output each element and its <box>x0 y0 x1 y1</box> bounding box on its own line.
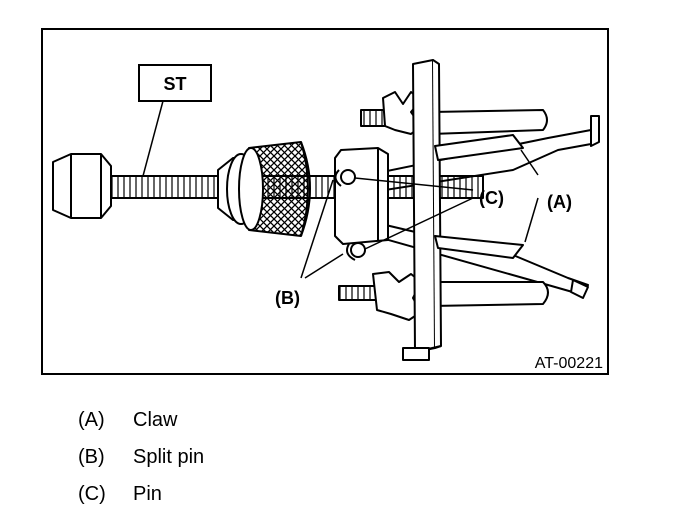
yoke-block <box>334 147 389 245</box>
legend-item-split-pin: (B) Split pin <box>78 439 478 476</box>
callout-a: (A) <box>547 192 572 212</box>
bolt-lower <box>430 281 549 307</box>
puller-diagram: ST (C) (A) (B) AT-00221 <box>52 59 603 372</box>
legend: (A) Claw (B) Split pin (C) Pin <box>78 402 478 513</box>
st-label-box <box>138 64 212 102</box>
figure-frame: ST (C) (A) (B) AT-00221 <box>41 28 609 375</box>
wing-nut-lower <box>372 271 422 321</box>
plate-slot <box>402 347 430 361</box>
split-pin-upper <box>334 169 342 187</box>
legend-item-pin: (C) Pin <box>78 476 478 513</box>
claw-front-upper <box>434 134 524 161</box>
claw-front-lower <box>434 235 524 259</box>
legend-key: (C) <box>78 483 106 505</box>
bolt-upper <box>430 109 548 135</box>
legend-key: (B) <box>78 446 105 468</box>
callout-c: (C) <box>479 188 504 208</box>
legend-text: Split pin <box>133 446 205 468</box>
puller-plate <box>412 59 436 353</box>
wing-nut-upper <box>382 91 422 135</box>
pin-lower <box>350 242 366 258</box>
legend-text: Pin <box>133 483 162 505</box>
legend-key: (A) <box>78 409 105 431</box>
split-pin-lower <box>346 243 356 261</box>
st-label: ST <box>163 74 186 94</box>
figure-id: AT-00221 <box>535 355 603 372</box>
claw-tip-lower <box>570 279 589 299</box>
legend-item-claw: (A) Claw <box>78 402 478 439</box>
callout-b: (B) <box>275 288 300 308</box>
legend-text: Claw <box>133 409 178 431</box>
claw-tip-upper <box>590 115 600 147</box>
pin-upper <box>340 169 356 185</box>
hex-nut <box>52 153 112 219</box>
